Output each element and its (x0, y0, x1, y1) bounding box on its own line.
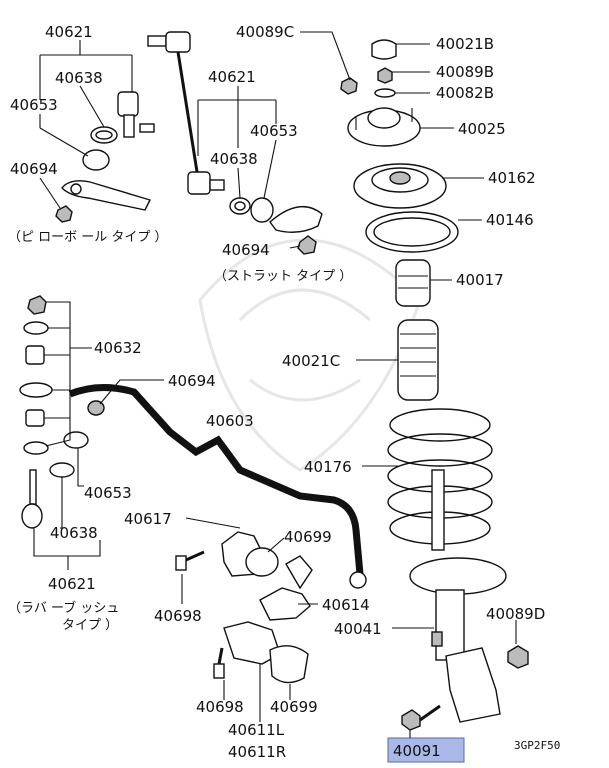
label-40653-top: 40653 (10, 96, 58, 114)
label-40611L: 40611L (228, 721, 285, 739)
label-40653-mid: 40653 (250, 122, 298, 140)
label-40694-top: 40694 (10, 160, 58, 178)
note-pillow-ball: （ピ ローボ ール タイプ ） (8, 230, 168, 245)
label-40617: 40617 (124, 510, 172, 528)
label-40089C: 40089C (236, 23, 294, 41)
bracket-bushing-parts (175, 531, 313, 684)
label-40653-low: 40653 (84, 484, 132, 502)
link-strut-type-parts (147, 31, 323, 255)
label-40632: 40632 (94, 339, 142, 357)
label-40041: 40041 (334, 620, 382, 638)
label-40176: 40176 (304, 458, 352, 476)
label-40089D: 40089D (486, 605, 545, 623)
label-40017: 40017 (456, 271, 504, 289)
label-40146: 40146 (486, 211, 534, 229)
watermark-emblem (198, 238, 422, 472)
label-40698-a: 40698 (154, 607, 202, 625)
label-40021C: 40021C (282, 352, 340, 370)
stabilizer-bar (68, 383, 367, 589)
label-40621-top: 40621 (45, 23, 93, 41)
leaders-strut-mount (300, 31, 484, 361)
label-40638-low: 40638 (50, 524, 98, 542)
highlight-40091[interactable] (387, 737, 465, 763)
label-40638-top: 40638 (55, 69, 103, 87)
leaders-rubber-bush (33, 301, 164, 570)
label-40699-a: 40699 (284, 528, 332, 546)
label-40614: 40614 (322, 596, 370, 614)
leaders-strut-type (197, 86, 301, 249)
leaders-brackets (181, 517, 318, 722)
label-40611R: 40611R (228, 743, 286, 761)
note-strut-type: （ストラット タイプ ） (214, 269, 352, 284)
note-rubber-bush-1: （ラバ ーブ ッシュ (8, 600, 119, 616)
label-40025: 40025 (458, 120, 506, 138)
diagram-code: 3GP2F50 (514, 739, 560, 752)
label-40621-low: 40621 (48, 575, 96, 593)
shock-absorber (401, 469, 529, 731)
link-pillow-ball-parts (55, 91, 155, 223)
note-rubber-bush-2: タイプ ） (62, 618, 118, 633)
link-rubber-bush-parts (19, 295, 105, 529)
label-40162: 40162 (488, 169, 536, 187)
label-40603: 40603 (206, 412, 254, 430)
strut-mount-parts (340, 39, 459, 401)
label-40699-b: 40699 (270, 698, 318, 716)
label-40082B: 40082B (436, 84, 494, 102)
label-40091[interactable]: 40091 (393, 742, 441, 760)
label-40694-low: 40694 (168, 372, 216, 390)
label-40621-mid: 40621 (208, 68, 256, 86)
label-40638-mid: 40638 (210, 150, 258, 168)
label-40021B: 40021B (436, 35, 494, 53)
leaders-pillow-ball (39, 40, 133, 209)
label-40698-b: 40698 (196, 698, 244, 716)
label-40694-mid: 40694 (222, 241, 270, 259)
leaders-shock (362, 465, 517, 644)
label-40089B: 40089B (436, 63, 494, 81)
